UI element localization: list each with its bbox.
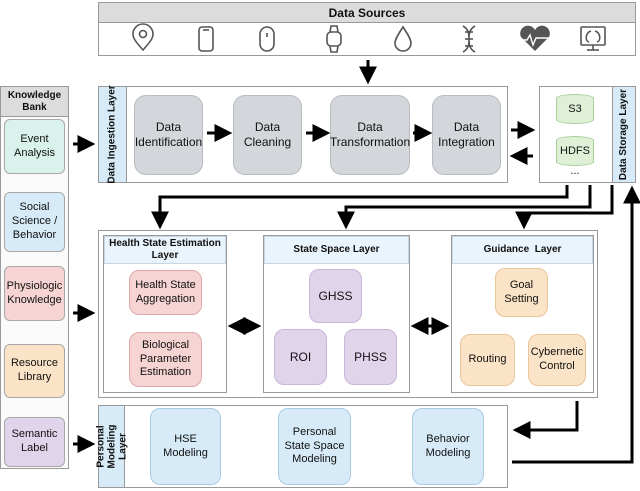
personal-state-space-modeling-box: Personal State Space Modeling bbox=[278, 408, 351, 485]
biological-parameter-estimation: Biological Parameter Estimation bbox=[129, 332, 202, 387]
data-sources-panel: Data Sources bbox=[98, 2, 636, 56]
personal-modeling-layer-label: Personal Modeling Layer bbox=[95, 406, 128, 487]
data-source-icons bbox=[132, 23, 606, 53]
routing-box: Routing bbox=[460, 334, 515, 386]
storage-s3: S3 bbox=[556, 94, 594, 124]
location-pin-icon bbox=[132, 23, 154, 52]
hse-modeling-box: HSE Modeling bbox=[150, 408, 221, 485]
storage-more: ... bbox=[570, 165, 580, 177]
phss-box: PHSS bbox=[344, 329, 397, 385]
arrow-analysis-to-personal bbox=[512, 401, 579, 439]
data-ingestion-layer-label: Data Ingestion Layer bbox=[99, 85, 127, 184]
dna-icon bbox=[462, 25, 476, 53]
kb-physiologic-knowledge: Physiologic Knowledge bbox=[4, 266, 65, 321]
smartwatch-icon bbox=[326, 25, 342, 53]
arrow-personal-to-storage bbox=[512, 185, 640, 464]
kb-social-science-behavior: Social Science / Behavior bbox=[4, 192, 65, 252]
heart-rate-icon bbox=[519, 25, 551, 51]
data-storage-layer-label: Data Storage Layer bbox=[612, 87, 635, 182]
health-state-aggregation: Health State Aggregation bbox=[129, 270, 202, 315]
water-drop-icon bbox=[394, 25, 412, 52]
guidance-layer-title: Guidance Layer bbox=[452, 236, 593, 264]
kb-resource-library: Resource Library bbox=[4, 344, 65, 398]
smartphone-icon bbox=[198, 26, 214, 52]
behavior-modeling-box: Behavior Modeling bbox=[412, 408, 484, 485]
arrow-storage-to-hse bbox=[151, 185, 569, 230]
roi-box: ROI bbox=[274, 329, 327, 385]
step-data-transformation: Data Transformation bbox=[330, 95, 410, 175]
step-data-identification: Data Identification bbox=[134, 95, 203, 175]
knowledge-bank-title: Knowledge Bank bbox=[1, 87, 68, 117]
step-data-integration: Data Integration bbox=[432, 95, 501, 175]
state-space-layer-title: State Space Layer bbox=[264, 236, 409, 264]
kb-event-analysis: Event Analysis bbox=[4, 119, 65, 174]
ghss-box: GHSS bbox=[309, 269, 362, 323]
data-sources-title: Data Sources bbox=[99, 3, 635, 23]
wearable-band-icon bbox=[259, 26, 275, 52]
storage-hdfs: HDFS bbox=[556, 136, 594, 166]
arrow-storage-to-state-space bbox=[337, 185, 592, 230]
hse-layer-title: Health State Estimation Layer bbox=[104, 236, 226, 264]
arrow-storage-to-guidance bbox=[515, 185, 614, 230]
lung-xray-monitor-icon bbox=[580, 26, 606, 51]
kb-semantic-label: Semantic Label bbox=[4, 417, 65, 467]
goal-setting-box: Goal Setting bbox=[495, 268, 548, 317]
step-data-cleaning: Data Cleaning bbox=[233, 95, 302, 175]
cybernetic-control-box: Cybernetic Control bbox=[528, 334, 586, 386]
